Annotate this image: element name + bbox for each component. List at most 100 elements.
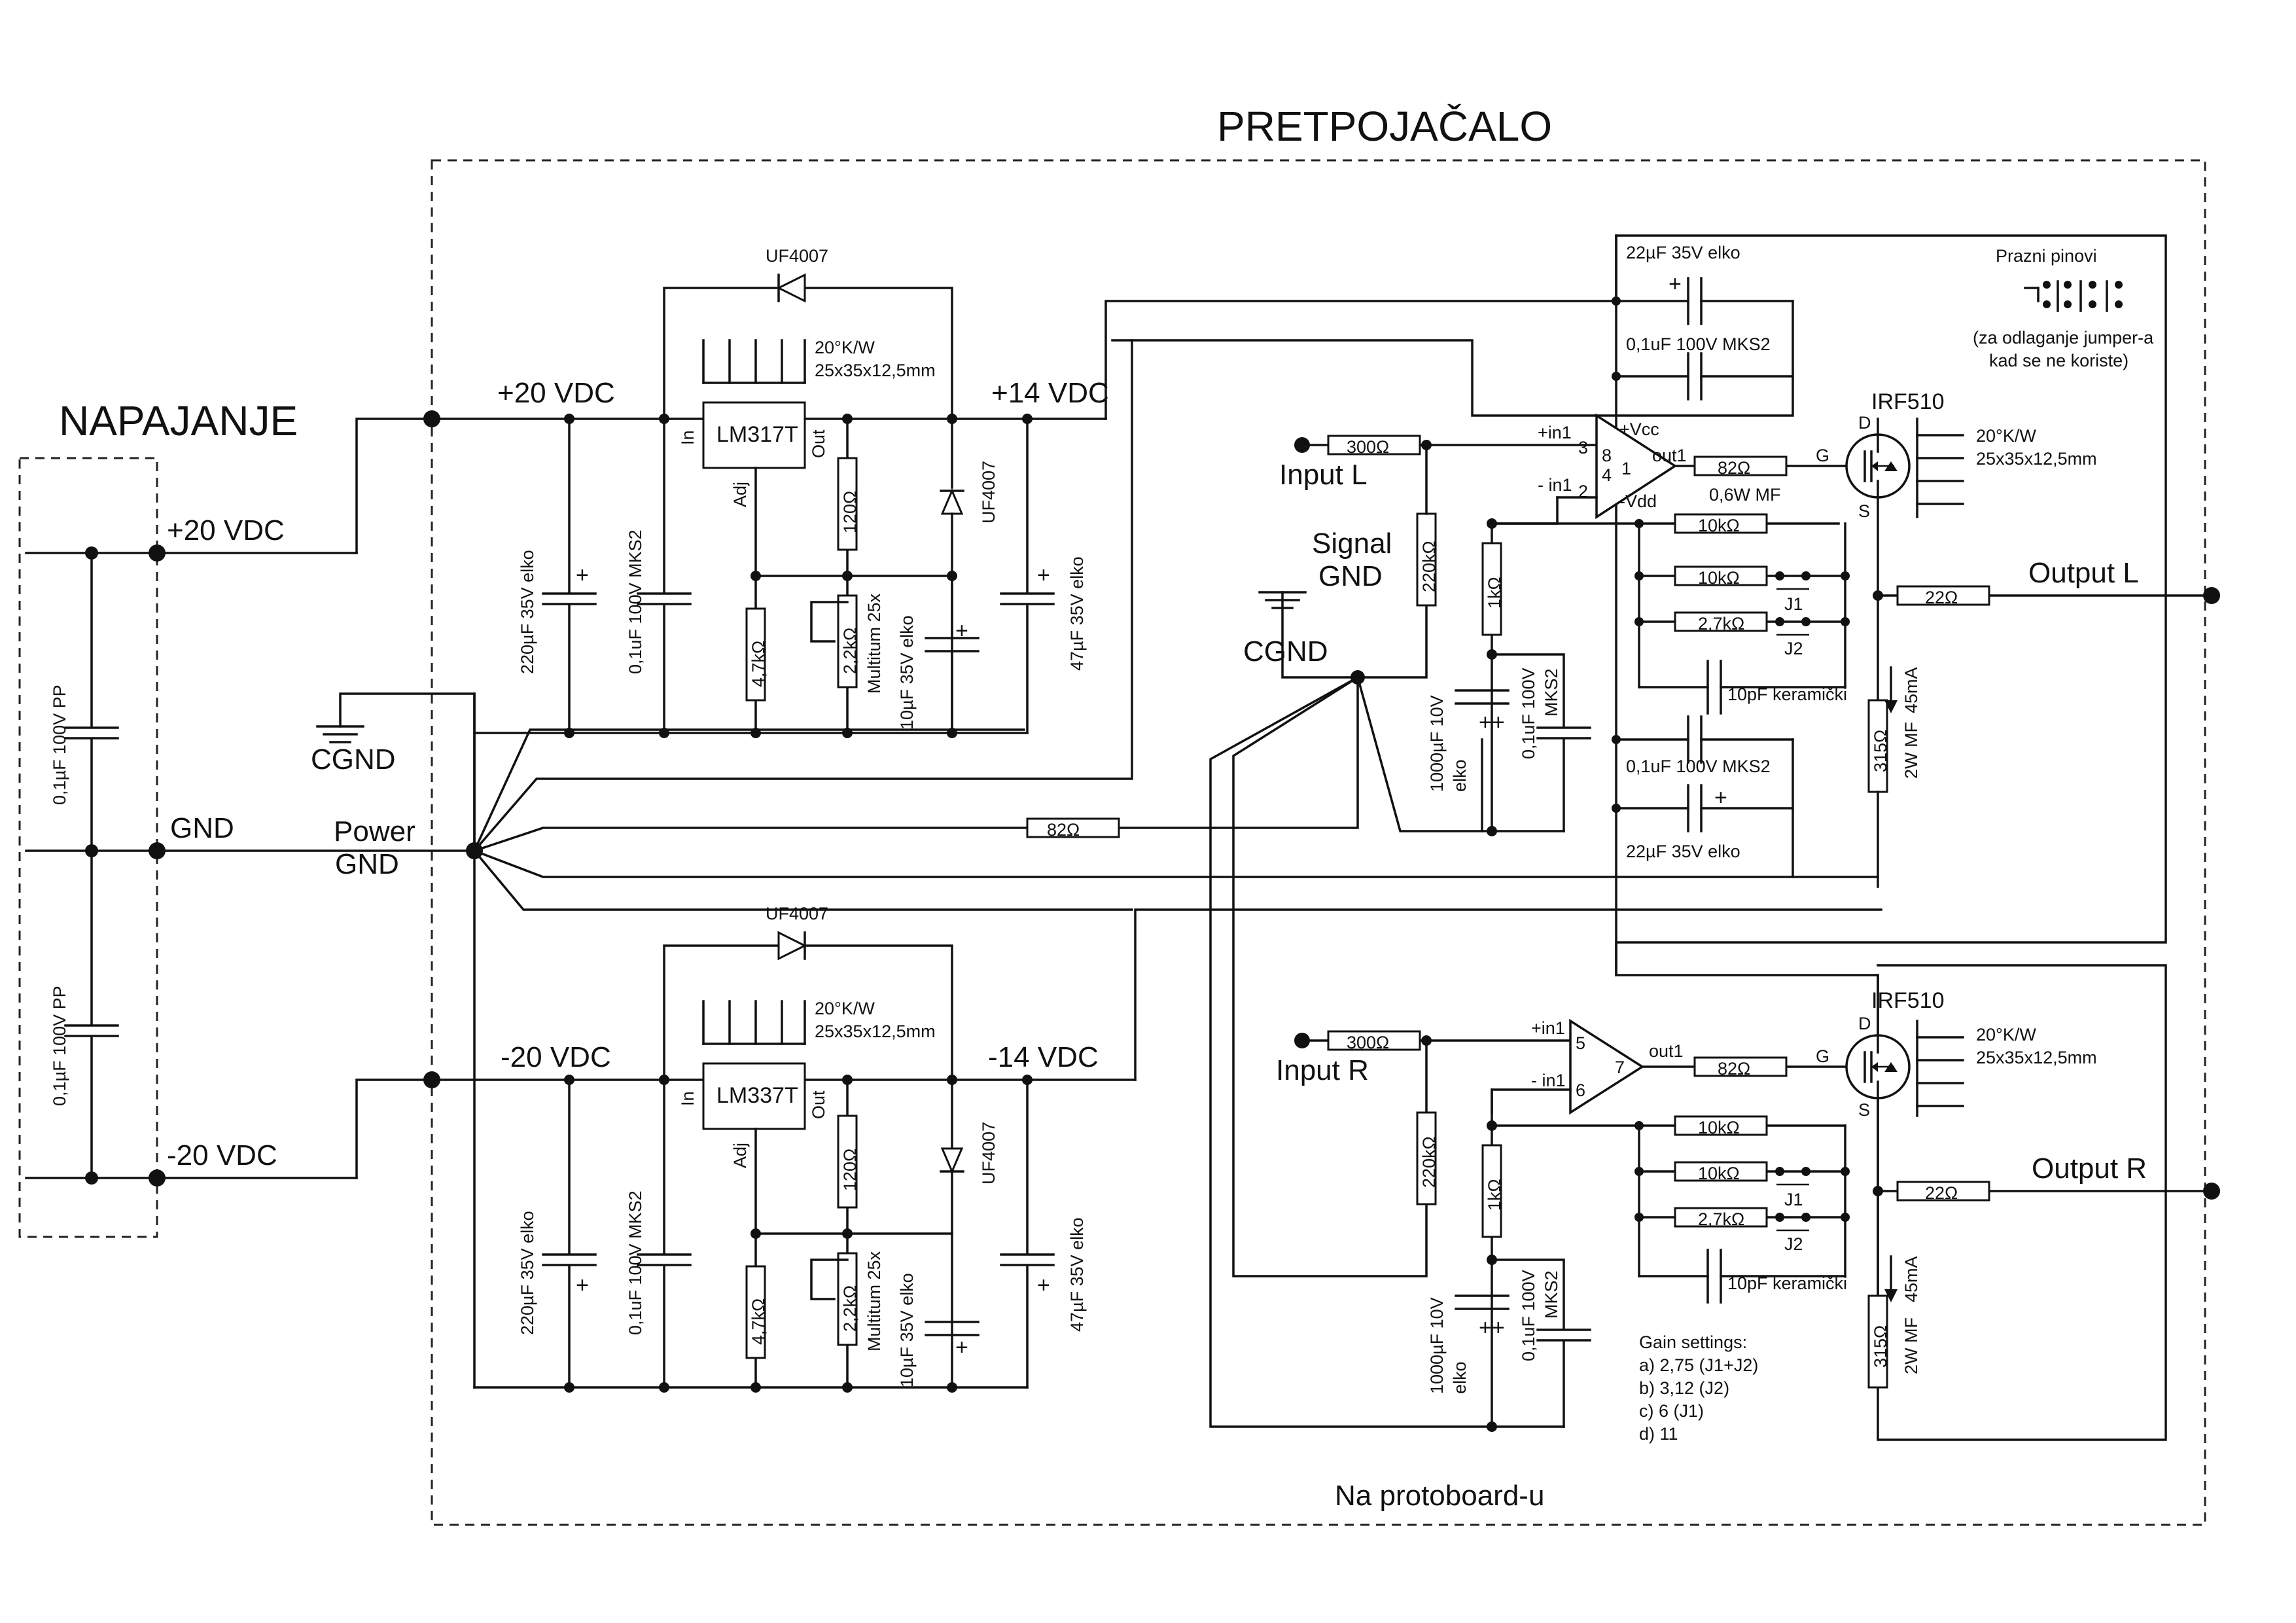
r-hs-rating: 20°K/W [1976, 1025, 2036, 1044]
lm317-box [702, 401, 806, 469]
neg-radj-label: 4,7kΩ [749, 1298, 768, 1345]
l-j2-pin-b[interactable] [1801, 617, 1810, 626]
l-j1-pin-b[interactable] [1801, 571, 1810, 580]
l-hs-size: 25x35x12,5mm [1976, 449, 2097, 469]
l-cg2-label: 0,1uF 100V [1519, 668, 1538, 759]
power-ground-star: Power GND CGND 82Ω [311, 339, 1879, 1389]
pos-cin2-label: 0,1uF 100V MKS2 [626, 529, 645, 674]
gain-b: b) 3,12 (J2) [1639, 1378, 1729, 1398]
r-cfb-label: 10pF keramički [1727, 1274, 1847, 1293]
l-heatsink [1916, 418, 1964, 518]
rail-neg-out-label: -14 VDC [988, 1041, 1099, 1073]
l-dec-bot-e: 22µF 35V elko [1626, 842, 1740, 861]
l-rj1-label: 10kΩ [1698, 568, 1740, 588]
preamp-frame [431, 159, 2206, 1526]
r-j1-pin-a[interactable] [1775, 1167, 1784, 1176]
lm337-pin-adj: Adj [730, 1143, 750, 1168]
l-rgate-note: 0,6W MF [1709, 485, 1781, 505]
l-hs-rating: 20°K/W [1976, 426, 2036, 446]
l-g-label: G [1816, 446, 1829, 465]
l-pin-8: 8 [1602, 446, 1612, 465]
gain-a: a) 2,75 (J1+J2) [1639, 1355, 1758, 1375]
right-channel: Input R 300Ω 220kΩ +in1 - in1 5 6 7 out1… [1276, 974, 2220, 1432]
input-l-label: Input L [1279, 459, 1368, 491]
rail-neg-label: -20 VDC [501, 1041, 611, 1073]
r-j1-label: J1 [1784, 1190, 1803, 1209]
r-pin-inn: - in1 [1531, 1071, 1566, 1090]
spare-pin[interactable] [2115, 281, 2123, 289]
opamp-l [1595, 413, 1678, 520]
cap-pp-bot-label: 0,1µF 100V PP [50, 986, 69, 1106]
l-rbias-label: 220kΩ [1419, 541, 1439, 592]
r-g-label: G [1816, 1046, 1829, 1066]
l-cfb-label: 10pF keramički [1727, 685, 1847, 704]
spare-pin[interactable] [2089, 281, 2096, 289]
pos-cin-label: 220µF 35V elko [518, 550, 537, 674]
lm317-label: LM317T [716, 422, 798, 447]
l-rload-note: 2W MF [1901, 722, 1921, 779]
output-r-jack[interactable] [2203, 1183, 2220, 1200]
lm337-heatsink-rating: 20°K/W [815, 999, 875, 1018]
neg-cin-label: 220µF 35V elko [518, 1211, 537, 1335]
r-j2-pin-b[interactable] [1801, 1213, 1810, 1222]
r-rin-label: 300Ω [1347, 1033, 1389, 1052]
supply-gnd-label: GND [170, 812, 234, 844]
r-hs-size: 25x35x12,5mm [1976, 1048, 2097, 1067]
neg-pot-note: Multitum 25x [864, 1251, 884, 1351]
output-l-jack[interactable] [2203, 587, 2220, 604]
power-gnd-label-2: GND [335, 848, 399, 880]
pos-cadj-label: 10µF 35V elko [897, 615, 917, 730]
r-mosfet-label: IRF510 [1871, 988, 1945, 1013]
r-j2-label: J2 [1784, 1234, 1803, 1254]
left-channel: Input L 300Ω 220kΩ +in1 - in1 3 2 8 4 1 … [1279, 243, 2220, 878]
l-s-label: S [1858, 501, 1870, 521]
power-gnd-label: Power [334, 815, 415, 847]
signal-ground: Signal GND CGND [1209, 522, 1565, 1428]
empty-pins: Prazni pinovi (za odlaganje jumper-a kad… [1973, 246, 2154, 370]
spare-pin[interactable] [2064, 281, 2072, 289]
pos-pot-label: 2,2kΩ [840, 628, 860, 674]
supply-neg-label: -20 VDC [167, 1139, 277, 1171]
l-cg2b-label: MKS2 [1542, 668, 1561, 717]
gain-title: Gain settings: [1639, 1332, 1747, 1352]
r-rload-label: 315Ω [1871, 1325, 1890, 1368]
svg-text:+: + [1669, 272, 1682, 296]
l-pin-1: 1 [1621, 459, 1631, 478]
svg-text:++: ++ [1479, 710, 1505, 735]
common-gnd-resistor-label: 82Ω [1047, 820, 1080, 840]
r-cg2b-label: MKS2 [1542, 1270, 1561, 1319]
mosfet-l [1845, 418, 1911, 747]
l-j2-pin-a[interactable] [1775, 617, 1784, 626]
l-rload-label: 315Ω [1871, 730, 1890, 772]
supply-pos-label: +20 VDC [167, 514, 285, 546]
rail-pos-out-label: +14 VDC [991, 377, 1109, 409]
lm337-heatsink [702, 1000, 806, 1045]
empty-pins-note-2: kad se ne koriste) [1989, 351, 2128, 370]
spare-pin[interactable] [2043, 281, 2051, 289]
svg-text:+: + [1714, 785, 1727, 810]
l-j1-pin-a[interactable] [1775, 571, 1784, 580]
r-pin-7: 7 [1615, 1058, 1625, 1077]
signal-gnd-label-2: GND [1318, 560, 1383, 592]
supply-input: 0,1µF 100V PP 0,1µF 100V PP +20 VDC GND … [25, 418, 476, 1186]
l-d-label: D [1858, 413, 1871, 433]
l-rgate-label: 82Ω [1718, 458, 1750, 478]
lm337-heatsink-size: 25x35x12,5mm [815, 1022, 936, 1041]
neg-cout-label: 47µF 35V elko [1067, 1217, 1087, 1332]
output-r-label: Output R [2032, 1152, 2147, 1185]
r-rg-label: 1kΩ [1485, 1179, 1504, 1211]
r-j2-pin-a[interactable] [1775, 1213, 1784, 1222]
rail-pos-label: +20 VDC [497, 377, 615, 409]
r-cg1b-label: elko [1450, 1361, 1470, 1394]
l-rj2-label: 2,7kΩ [1698, 614, 1744, 633]
cgnd-label-left: CGND [311, 743, 396, 776]
neg-cadj-label: 10µF 35V elko [897, 1273, 917, 1387]
neg-pot-label: 2,2kΩ [840, 1285, 860, 1332]
r-j1-pin-b[interactable] [1801, 1167, 1810, 1176]
lm317-heatsink-rating: 20°K/W [815, 338, 875, 357]
l-pin-3: 3 [1578, 438, 1588, 457]
svg-text:+: + [576, 563, 589, 588]
lm337-box [702, 1062, 806, 1130]
pos-radj-label: 4,7kΩ [749, 641, 768, 687]
